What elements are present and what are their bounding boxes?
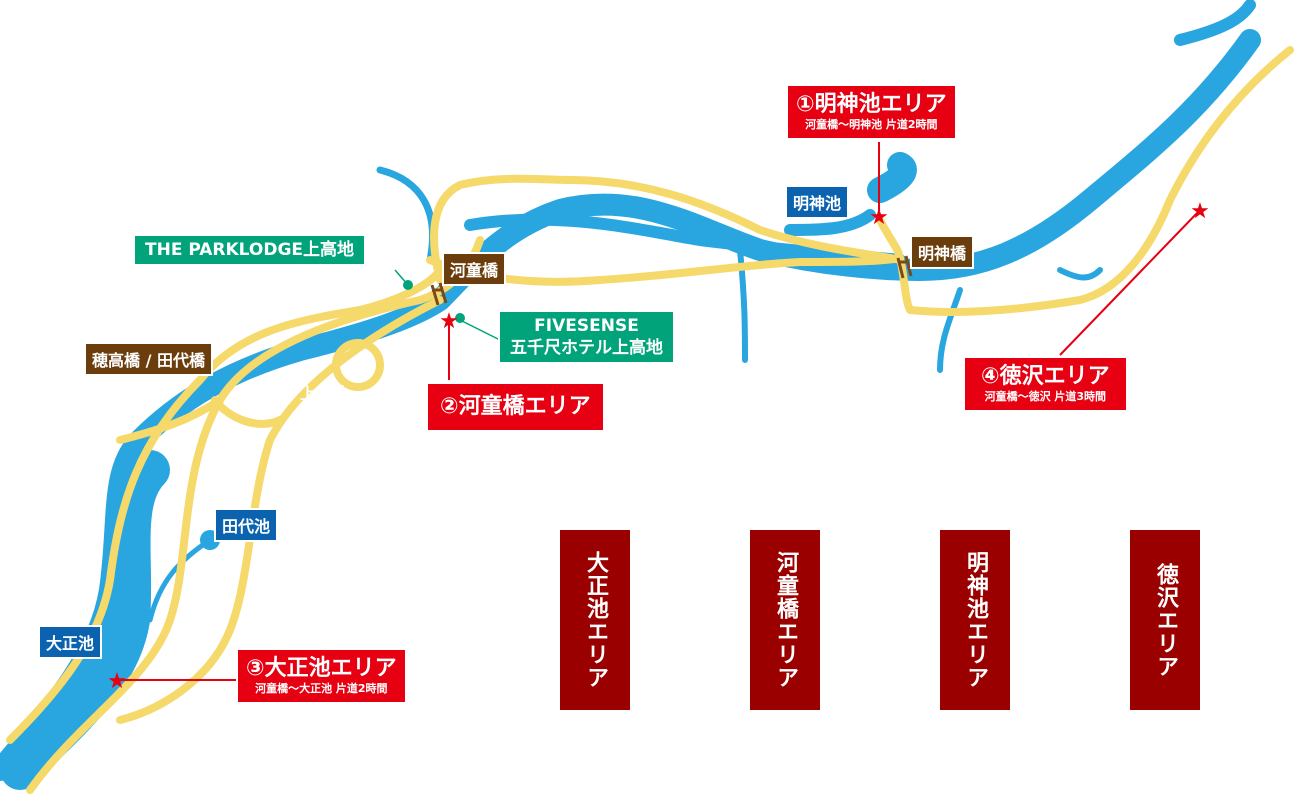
label-taisho-pond: 大正池 [38, 625, 103, 659]
star-icon: ★ [439, 309, 459, 334]
star-markers: ★ ★ ★ ★ [107, 199, 1210, 694]
tab-taisho[interactable]: 大正池エリア [560, 530, 630, 710]
fivesense-marker [455, 313, 465, 323]
taisho-pond-body [0, 450, 170, 790]
place-kamikochi: 上高地 [300, 384, 349, 403]
myojin-pond [867, 152, 917, 203]
label-kappabashi: 河童橋 [442, 252, 507, 286]
leader-lines [117, 142, 1201, 681]
tab-tokusawa[interactable]: 徳沢エリア [1130, 530, 1200, 710]
star-icon: ★ [869, 205, 889, 230]
label-tashiro-pond: 田代池 [214, 508, 279, 542]
bridge-icon [896, 255, 913, 279]
star-icon: ★ [1190, 199, 1210, 224]
kamikochi-bus-terminal [332, 339, 384, 391]
rivers [0, 0, 1261, 790]
bridge-icons [430, 255, 913, 306]
parklodge-marker [403, 280, 413, 290]
tab-myojin[interactable]: 明神池エリア [940, 530, 1010, 710]
area-tokusawa[interactable]: ④徳沢エリア河童橋～徳沢 片道3時間 [963, 356, 1128, 412]
label-parklodge: THE PARKLODGE上高地 [133, 234, 367, 266]
area-taisho[interactable]: ③大正池エリア河童橋～大正池 片道2時間 [236, 648, 407, 704]
label-hotaka-bridge: 穂高橋 / 田代橋 [84, 342, 213, 376]
bridge-icon [430, 282, 448, 306]
tab-kappabashi[interactable]: 河童橋エリア [750, 530, 820, 710]
area-kappabashi[interactable]: ②河童橋エリア [426, 382, 605, 432]
area-myojin[interactable]: ①明神池エリア河童橋～明神池 片道2時間 [786, 84, 957, 140]
label-myojin-bridge: 明神橋 [910, 235, 975, 269]
star-icon: ★ [107, 669, 127, 694]
label-myojin-pond: 明神池 [785, 185, 850, 219]
